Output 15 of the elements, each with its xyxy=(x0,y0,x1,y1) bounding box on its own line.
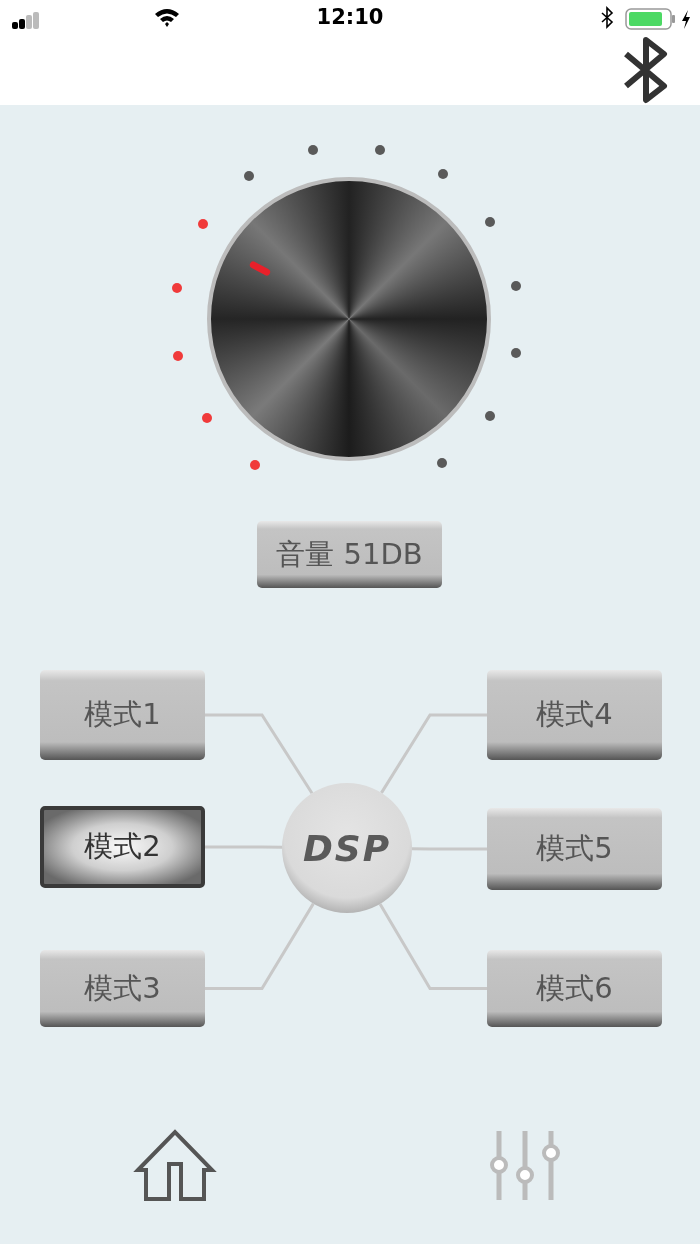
status-time: 12:10 xyxy=(315,5,385,29)
mode-button: 模式6 xyxy=(487,950,662,1027)
connector-line xyxy=(380,713,487,794)
mode-button: 模式5 xyxy=(487,808,662,890)
volume-button: 音量 51DB xyxy=(257,521,442,588)
dsp-button: DSP xyxy=(282,783,412,913)
mode-button: 模式1 xyxy=(40,670,205,760)
connector-line xyxy=(205,713,314,795)
mode-button: 模式2 xyxy=(40,806,205,888)
connector-line xyxy=(205,845,283,849)
connector-line xyxy=(411,847,487,851)
connector-line xyxy=(378,903,487,990)
connector-line xyxy=(205,902,315,990)
mode-button: 模式4 xyxy=(487,670,662,760)
mode-button: 模式3 xyxy=(40,950,205,1027)
